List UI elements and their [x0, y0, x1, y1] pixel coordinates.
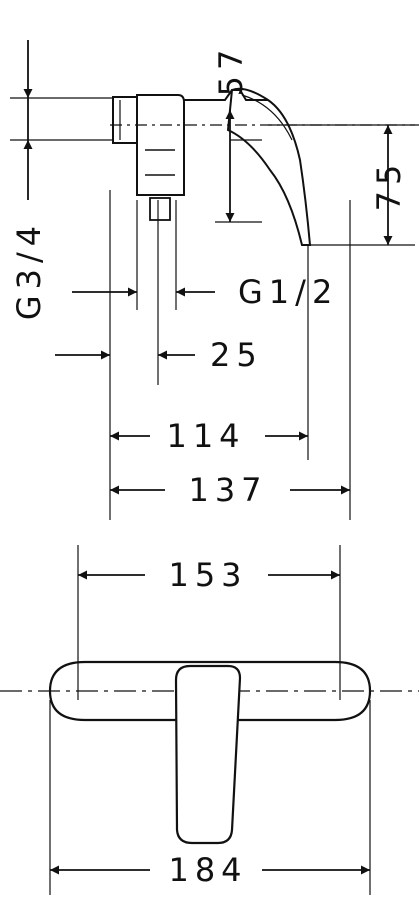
dim-137: 137	[188, 471, 267, 509]
cover-plate	[48, 660, 372, 722]
dim-75: 75	[370, 159, 408, 212]
dim-184: 184	[168, 851, 247, 889]
lever-front	[174, 664, 242, 845]
dim-g34: G3/4	[10, 220, 48, 320]
valve-body	[136, 94, 185, 196]
front-view	[0, 545, 419, 895]
dim-57: 57	[212, 44, 250, 97]
valve-cap	[184, 89, 268, 101]
dim-114: 114	[166, 417, 245, 455]
side-view	[10, 87, 419, 520]
dim-25: 25	[210, 336, 263, 374]
mounting-plate	[112, 96, 138, 144]
dim-g12: G1/2	[238, 273, 338, 311]
dim-153: 153	[168, 556, 247, 594]
lever-handle	[226, 87, 312, 246]
